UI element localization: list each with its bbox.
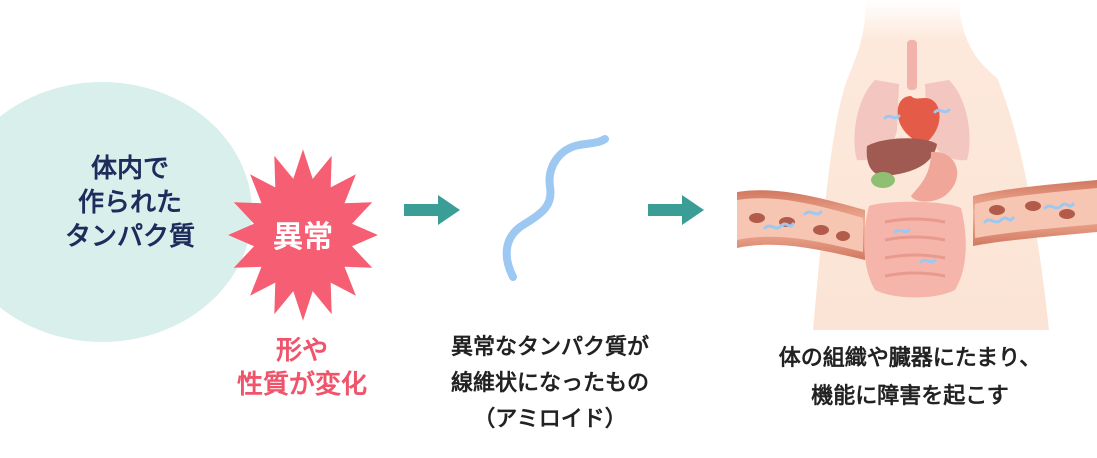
protein-circle xyxy=(0,82,252,342)
arrow-right-icon xyxy=(648,195,704,225)
blood-vessel-icon xyxy=(737,190,865,260)
human-torso-organs-icon xyxy=(737,0,1097,330)
protein-line-2: 作られた xyxy=(77,188,182,218)
amyloid-fiber-icon xyxy=(502,135,609,281)
amyloid-caption-line-2: 線維状になったもの xyxy=(450,371,649,396)
arrow-right-icon xyxy=(404,195,460,225)
result-caption-line-2: 機能に障害を起こす xyxy=(811,384,1009,409)
protein-line-1: 体内で xyxy=(90,154,169,184)
amyloid-caption-line-3: （アミロイド） xyxy=(473,407,627,432)
abnormal-burst-icon xyxy=(228,149,378,321)
protein-circle-text: 体内で 作られた タンパク質 xyxy=(40,152,220,254)
abnormal-caption-line-2: 性質が変化 xyxy=(236,370,367,400)
amyloid-caption: 異常なタンパク質が 線維状になったもの （アミロイド） xyxy=(405,330,695,438)
result-caption: 体の組織や臓器にたまり、 機能に障害を起こす xyxy=(740,340,1080,416)
abnormal-caption: 形や 性質が変化 xyxy=(220,334,384,402)
abnormal-label: 異常 xyxy=(273,220,333,255)
amyloid-caption-line-1: 異常なタンパク質が xyxy=(450,335,649,360)
blood-vessel-icon xyxy=(973,180,1097,246)
abnormal-caption-line-1: 形や xyxy=(275,336,328,366)
protein-line-3: タンパク質 xyxy=(64,222,195,252)
result-caption-line-1: 体の組織や臓器にたまり、 xyxy=(778,346,1042,371)
